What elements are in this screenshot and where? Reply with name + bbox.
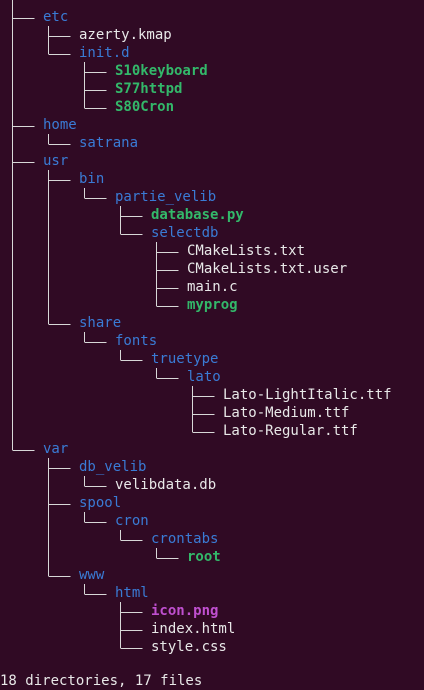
file-entry: S10keyboard xyxy=(115,63,208,79)
directory-entry: truetype xyxy=(151,351,219,367)
directory-entry: www xyxy=(79,567,105,583)
directory-entry: fonts xyxy=(115,333,158,349)
directory-entry: partie_velib xyxy=(115,189,217,205)
directory-entry: html xyxy=(115,585,149,601)
directory-entry: bin xyxy=(79,171,105,187)
tree-summary: 18 directories, 17 files xyxy=(0,673,203,689)
file-entry: myprog xyxy=(187,297,238,313)
file-entry: style.css xyxy=(151,639,227,655)
file-entry: root xyxy=(187,549,221,565)
file-entry: index.html xyxy=(151,621,236,637)
directory-entry: spool xyxy=(79,495,122,511)
file-entry: azerty.kmap xyxy=(79,27,172,43)
directory-entry: crontabs xyxy=(151,531,219,547)
directory-entry: home xyxy=(43,117,77,133)
file-entry: icon.png xyxy=(151,603,219,619)
file-entry: S77httpd xyxy=(115,81,183,97)
directory-entry: init.d xyxy=(79,45,130,61)
file-entry: S80Cron xyxy=(115,99,175,115)
file-entry: database.py xyxy=(151,207,244,223)
directory-entry: lato xyxy=(187,369,221,385)
file-entry: Lato-Medium.ttf xyxy=(223,405,350,421)
directory-entry: etc xyxy=(43,9,69,25)
directory-entry: db_velib xyxy=(79,459,147,475)
file-entry: CMakeLists.txt.user xyxy=(187,261,348,277)
file-entry: Lato-Regular.ttf xyxy=(223,423,358,439)
directory-entry: satrana xyxy=(79,135,139,151)
file-entry: CMakeLists.txt xyxy=(187,243,306,259)
file-entry: velibdata.db xyxy=(115,477,217,493)
file-entry: Lato-LightItalic.ttf xyxy=(223,387,392,403)
file-entry: main.c xyxy=(187,279,238,295)
directory-entry: cron xyxy=(115,513,149,529)
directory-entry: selectdb xyxy=(151,225,219,241)
directory-entry: share xyxy=(79,315,122,331)
directory-entry: usr xyxy=(43,153,69,169)
directory-entry: var xyxy=(43,441,69,457)
